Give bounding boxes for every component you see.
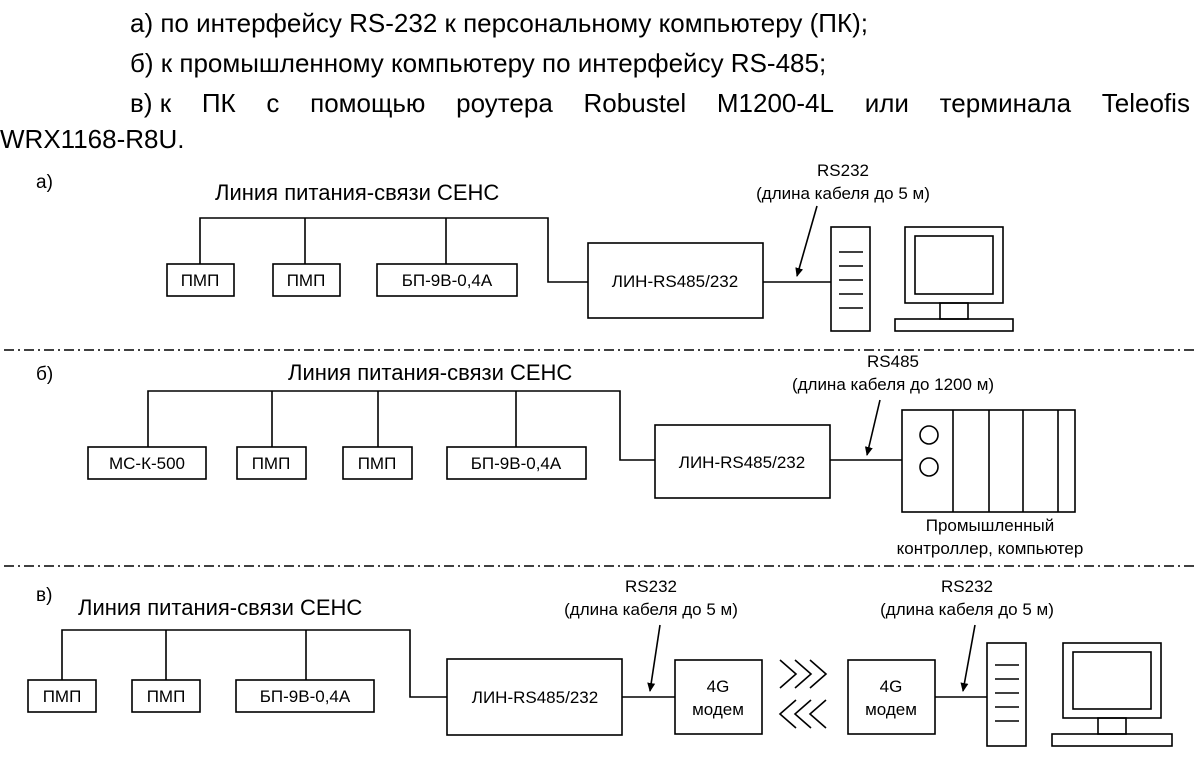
- line-label-b: Линия питания-связи СЕНС: [288, 360, 572, 385]
- cable-title-a: RS232: [817, 161, 869, 180]
- item-c-word: Teleofis: [1101, 88, 1190, 118]
- device-box: [235, 679, 375, 713]
- device-box: [87, 446, 207, 480]
- controller-caption-2: контроллер, компьютер: [897, 539, 1084, 558]
- list-item-a: а) по интерфейсу RS-232 к персональному …: [130, 8, 868, 38]
- modem-box: [674, 659, 763, 735]
- industrial-controller-icon: [901, 409, 1076, 513]
- panel-label-a: а): [36, 172, 53, 193]
- panel-label-c: в): [36, 585, 52, 606]
- pc-tower-icon: [986, 642, 1027, 747]
- device-box: [342, 446, 413, 480]
- converter-label: ЛИН-RS485/232: [679, 453, 805, 472]
- device-label: МС-К-500: [109, 454, 185, 473]
- item-c-word: M1200-4L: [716, 88, 834, 118]
- item-c-word: в) к: [130, 88, 172, 118]
- device-label: БП-9В-0,4А: [471, 454, 562, 473]
- modem-box: [847, 659, 936, 735]
- cable-note-a: (длина кабеля до 5 м): [756, 184, 930, 203]
- list-item-c-continuation: WRX1168-R8U.: [0, 124, 185, 154]
- device-label: ПМП: [252, 454, 291, 473]
- list-item-b: б) к промышленному компьютеру по интерфе…: [130, 48, 827, 78]
- device-label: ПМП: [358, 454, 397, 473]
- modem-label: 4G: [707, 677, 730, 696]
- device-box: [272, 263, 341, 297]
- device-label: БП-9В-0,4А: [260, 687, 351, 706]
- item-c-word: Robustel: [583, 88, 687, 118]
- item-c-word: или: [864, 88, 909, 118]
- modem-label: модем: [692, 700, 744, 719]
- cable-note-b: (длина кабеля до 1200 м): [792, 375, 994, 394]
- controller-caption-1: Промышленный: [926, 516, 1055, 535]
- item-c-word: ПК: [201, 88, 236, 118]
- device-box: [131, 679, 201, 713]
- item-c-word: с: [266, 88, 280, 118]
- monitor-icon: [894, 226, 1014, 332]
- wireless-link-icon: [778, 659, 828, 729]
- device-box: [166, 263, 235, 297]
- device-label: БП-9В-0,4А: [402, 271, 493, 290]
- pc-tower-icon: [830, 226, 871, 332]
- panel-label-b: б): [36, 364, 53, 385]
- cable2-title-c: RS232: [941, 577, 993, 596]
- cable-title-b: RS485: [867, 352, 919, 371]
- line-label-a: Линия питания-связи СЕНС: [215, 180, 499, 205]
- list-item-c: в) к ПК с помощью роутера Robustel M1200…: [130, 88, 1190, 118]
- panel-b: б) Линия питания-связи СЕНС RS485 (длина…: [36, 352, 1083, 558]
- device-box: [446, 446, 587, 480]
- device-label: ПМП: [287, 271, 326, 290]
- converter-label: ЛИН-RS485/232: [612, 272, 738, 291]
- item-c-word: роутера: [456, 88, 553, 118]
- panel-a: а) Линия питания-связи СЕНС RS232 (длина…: [36, 161, 1014, 332]
- line-label-c: Линия питания-связи СЕНС: [78, 595, 362, 620]
- panel-c: в) Линия питания-связи СЕНС RS232 (длина…: [27, 577, 1173, 747]
- device-box: [27, 679, 97, 713]
- device-label: ПМП: [147, 687, 186, 706]
- item-c-word: терминала: [939, 88, 1072, 118]
- modem-label: модем: [865, 700, 917, 719]
- converter-label: ЛИН-RS485/232: [472, 688, 598, 707]
- device-label: ПМП: [43, 687, 82, 706]
- cable1-title-c: RS232: [625, 577, 677, 596]
- converter-box: [654, 424, 831, 499]
- monitor-icon: [1051, 642, 1173, 747]
- cable2-note-c: (длина кабеля до 5 м): [880, 600, 1054, 619]
- device-label: ПМП: [181, 271, 220, 290]
- item-c-word: помощью: [310, 88, 426, 118]
- device-box: [236, 446, 307, 480]
- modem-label: 4G: [880, 677, 903, 696]
- converter-box: [587, 242, 764, 319]
- device-box: [376, 263, 518, 297]
- cable1-note-c: (длина кабеля до 5 м): [564, 600, 738, 619]
